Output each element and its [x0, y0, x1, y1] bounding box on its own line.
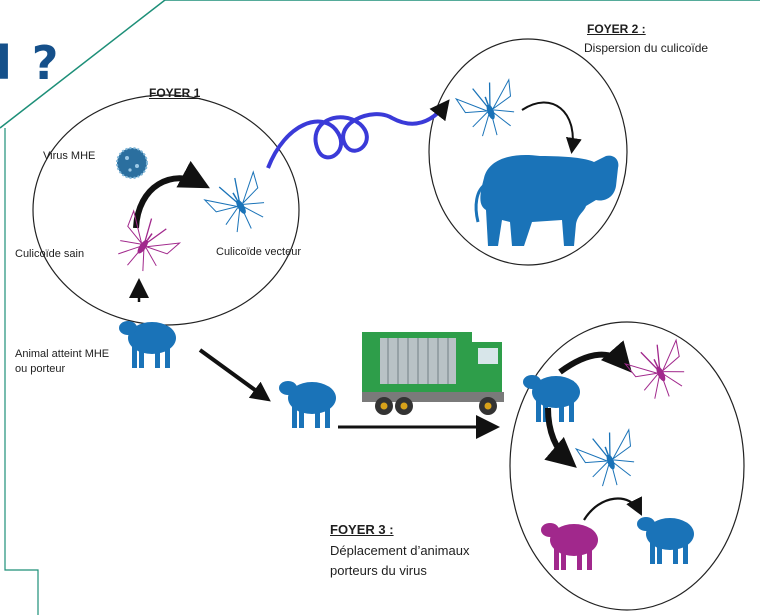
transported-sheep-icon: [279, 381, 336, 428]
foyer3-blue-sheep-icon: [637, 517, 694, 564]
virus-label: Virus MHE: [43, 150, 96, 162]
animal-label-line1: Animal atteint MHE: [15, 348, 110, 360]
foyer3-purple-sheep-icon: [541, 523, 598, 570]
frame-left-line: [4, 128, 39, 615]
foyer2-circle: [428, 38, 628, 266]
virus-icon: [116, 147, 148, 179]
foyer3-subtitle-line2: porteurs du virus: [330, 563, 427, 578]
foyer2-arrow: [521, 101, 582, 154]
foyer3-arrow-sheep-to-midge: [558, 340, 632, 375]
foyer1-title: FOYER 1: [149, 86, 201, 100]
foyer3-blue-midge-mosquito-icon: [574, 425, 646, 495]
transport-arrow-1: [198, 348, 271, 402]
dispersion-flight-path: [266, 99, 450, 169]
foyer3-arrow-down: [544, 407, 577, 468]
healthy-midge-mosquito-icon: [105, 206, 183, 284]
foyer3-purple-midge-mosquito-icon: [622, 335, 698, 409]
vector-midge-label: Culicoïde vecteur: [216, 246, 301, 258]
foyer1-circle: [32, 94, 300, 326]
animal-label-line2: ou porteur: [15, 363, 66, 375]
infection-arrow: [133, 160, 210, 229]
truck-icon: [362, 332, 504, 415]
vector-midge-mosquito-icon: [202, 167, 278, 243]
foyer3-infected-sheep-icon: [523, 375, 580, 422]
foyer2-title: FOYER 2 :: [587, 22, 646, 36]
foyer3-title: FOYER 3 :: [330, 522, 394, 537]
foyer3-arrow-sheep-to-sheep: [583, 496, 642, 521]
foyer3-subtitle-line1: Déplacement d’animaux: [330, 543, 470, 558]
infected-sheep-icon: [119, 321, 176, 368]
foyer2-subtitle: Dispersion du culicoïde: [584, 41, 709, 55]
cow-icon: [474, 154, 619, 246]
healthy-midge-label: Culicoïde sain: [15, 248, 85, 260]
header-question-fragment: l ?: [0, 36, 61, 90]
dispersed-midge-mosquito-icon: [454, 75, 526, 145]
frame-diagonal-top-left: [0, 0, 166, 129]
foyer3-circle: [509, 321, 745, 611]
